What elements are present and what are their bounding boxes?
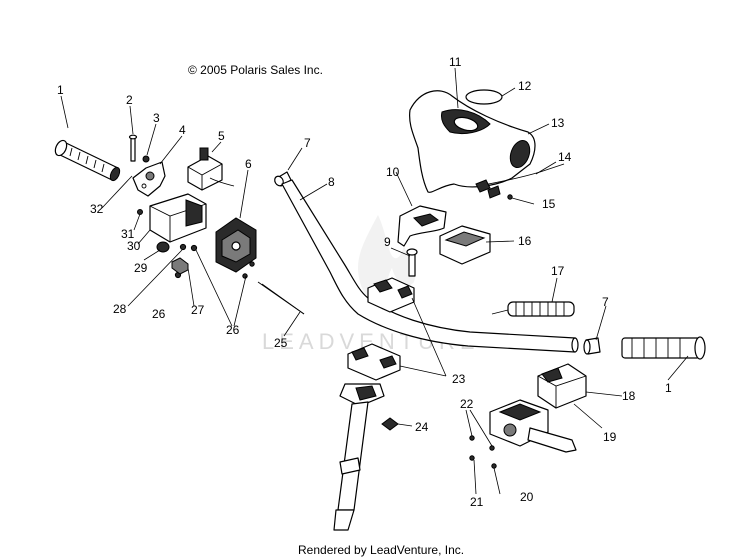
part-plug-7-right <box>583 337 601 355</box>
part-brake-cover-18 <box>537 363 587 409</box>
callout-21: 21 <box>470 495 484 509</box>
callout-27: 27 <box>191 303 205 317</box>
callout-7-left: 7 <box>304 136 311 150</box>
callout-5: 5 <box>218 129 225 143</box>
part-grip-right <box>621 336 706 360</box>
leader-lines <box>60 67 689 495</box>
watermark-logo <box>357 215 415 303</box>
copyright-text: © 2005 Polaris Sales Inc. <box>188 63 323 77</box>
part-screw-31 <box>137 209 143 215</box>
part-cover-16 <box>439 225 491 265</box>
callout-18: 18 <box>622 389 636 403</box>
callout-4: 4 <box>179 123 186 137</box>
callout-6: 6 <box>245 157 252 171</box>
callout-11: 11 <box>449 55 462 69</box>
part-steering-stem <box>333 383 385 531</box>
part-mount-10 <box>397 205 447 247</box>
callout-31: 31 <box>121 227 135 241</box>
callout-19: 19 <box>603 430 617 444</box>
part-screw-2 <box>128 134 138 162</box>
part-bracket-4 <box>132 161 166 197</box>
callout-2: 2 <box>126 93 133 107</box>
part-handlebar-8 <box>281 179 579 353</box>
part-cable-25 <box>257 281 305 315</box>
callout-1-right: 1 <box>665 381 672 395</box>
part-master-cylinder <box>489 399 577 453</box>
callout-15: 15 <box>542 197 556 211</box>
part-plug-7-left <box>274 171 292 187</box>
callout-23: 23 <box>452 372 466 386</box>
part-bushing-29 <box>156 241 170 253</box>
part-bolt-9 <box>406 248 418 277</box>
part-screw-20 <box>491 463 497 469</box>
part-nut-24 <box>381 417 399 431</box>
part-clip-27 <box>171 257 189 275</box>
part-screw-21 <box>469 455 475 461</box>
callout-10: 10 <box>386 165 400 179</box>
callout-12: 12 <box>518 79 532 93</box>
part-grip-17 <box>491 301 575 317</box>
part-screw-22b <box>489 445 495 451</box>
footer-text: Rendered by LeadVenture, Inc. <box>298 543 464 557</box>
callout-14: 14 <box>558 150 572 164</box>
part-clamp-23-lower <box>347 343 401 381</box>
part-pin-28 <box>179 243 187 251</box>
part-cover-6 <box>215 217 257 273</box>
callout-13: 13 <box>551 116 565 130</box>
part-screw-6a <box>249 261 255 267</box>
part-housing-30 <box>149 193 207 243</box>
callout-32: 32 <box>90 202 104 216</box>
callout-17: 17 <box>551 264 565 278</box>
part-decal-12 <box>465 89 503 105</box>
callout-28: 28 <box>113 302 127 316</box>
callout-1-left: 1 <box>57 83 64 97</box>
part-pod-13 <box>409 90 536 193</box>
part-switch-5 <box>187 147 235 191</box>
callout-25: 25 <box>274 336 288 350</box>
callout-29: 29 <box>134 261 148 275</box>
callout-9: 9 <box>384 235 391 249</box>
callouts: 1 2 3 4 5 6 7 8 9 10 11 12 13 14 15 16 1… <box>57 55 672 509</box>
part-pin-26a <box>190 244 198 252</box>
callout-20: 20 <box>520 490 534 504</box>
part-washer-3 <box>142 155 150 163</box>
callout-26-left: 26 <box>152 307 166 321</box>
callout-30: 30 <box>127 239 141 253</box>
part-screw-22a <box>469 435 475 441</box>
callout-26-right: 26 <box>226 323 240 337</box>
callout-22: 22 <box>460 397 474 411</box>
callout-7-right: 7 <box>602 295 609 309</box>
part-grip-left <box>54 139 121 182</box>
callout-8: 8 <box>328 175 335 189</box>
callout-24: 24 <box>415 420 429 434</box>
part-screw-15 <box>507 194 513 200</box>
callout-3: 3 <box>153 111 160 125</box>
part-screw-6b <box>242 273 248 279</box>
callout-16: 16 <box>518 234 532 248</box>
